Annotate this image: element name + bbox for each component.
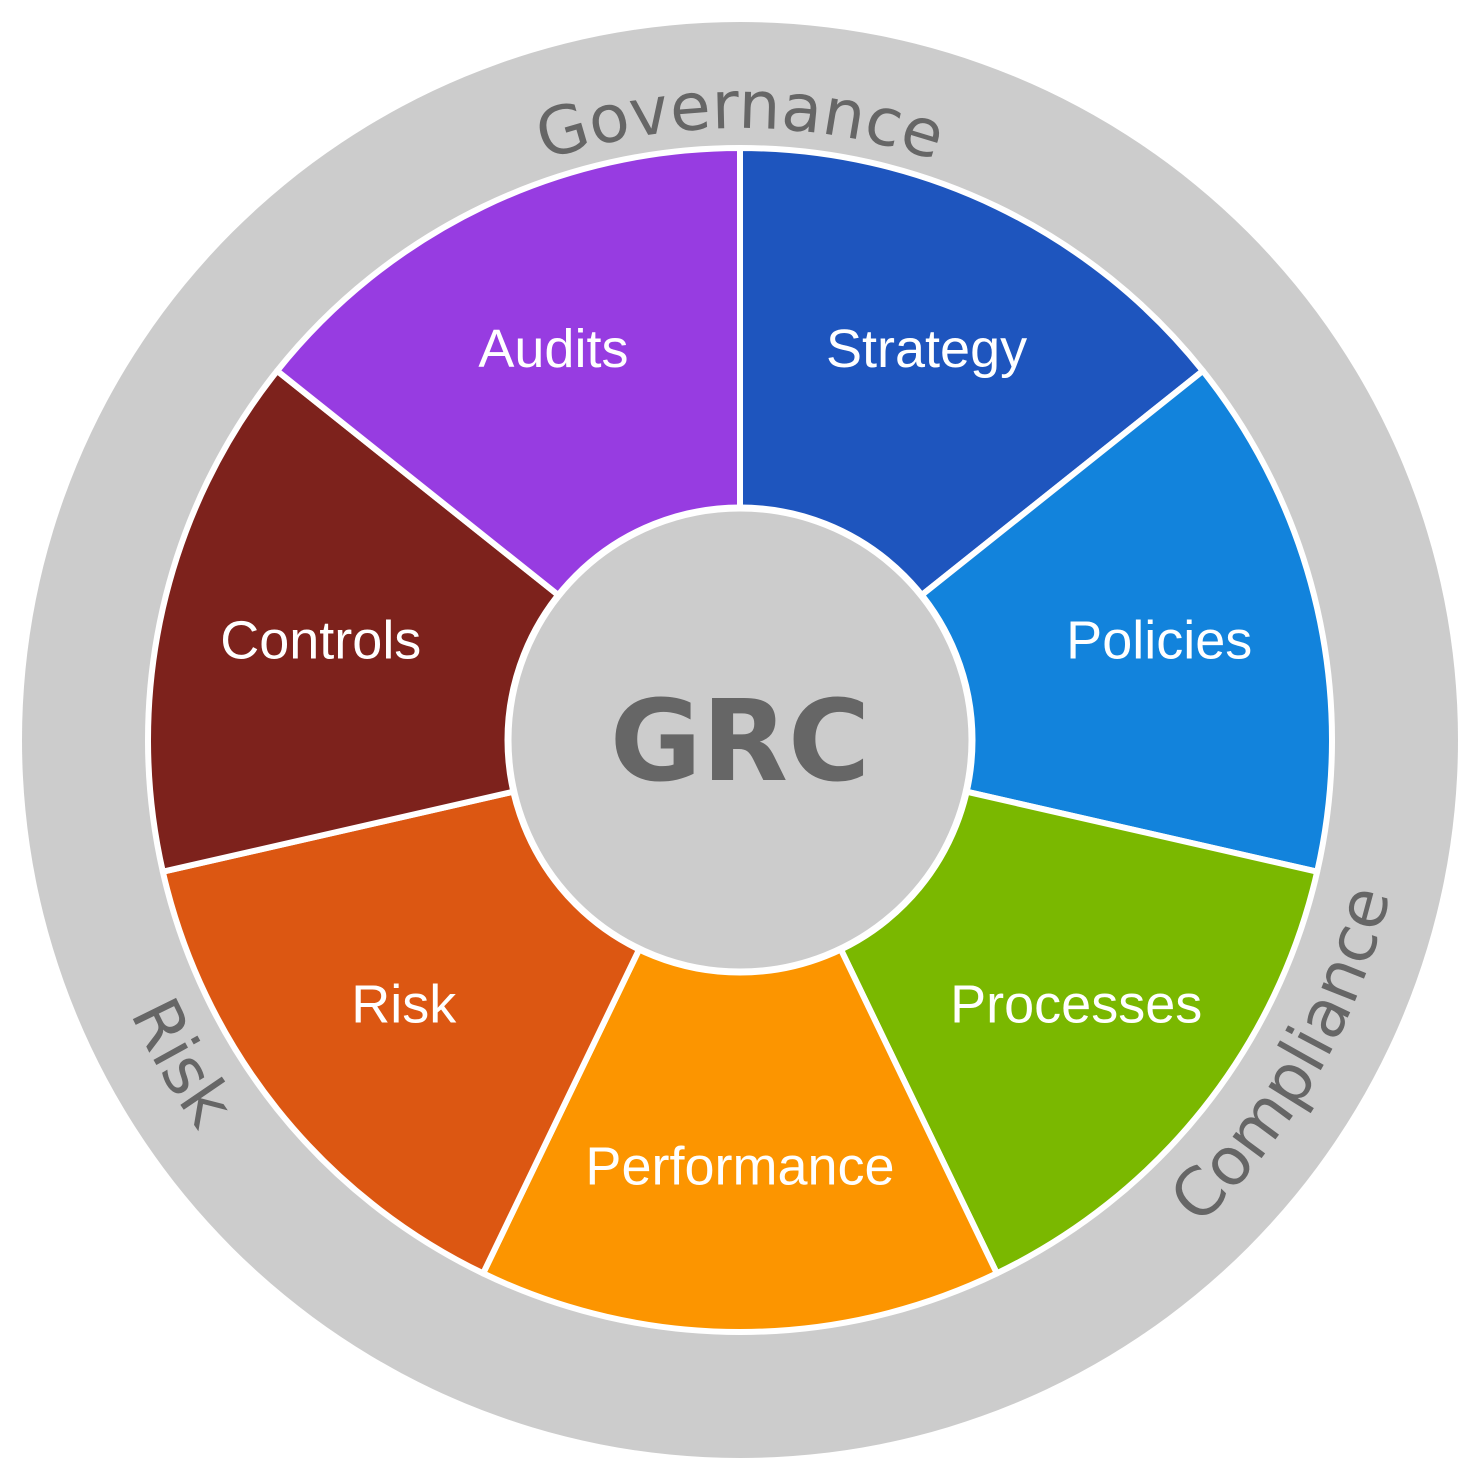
segment-performance xyxy=(480,737,1000,1335)
segment-label-policies: Policies xyxy=(1066,611,1252,671)
center-circle xyxy=(504,504,976,976)
segment-labels: Strategy Policies Processes Performance … xyxy=(220,319,1252,1196)
segment-label-controls: Controls xyxy=(220,611,421,671)
segment-label-performance: Performance xyxy=(585,1136,894,1196)
segment-label-audits: Audits xyxy=(478,319,628,379)
segment-label-strategy: Strategy xyxy=(826,319,1027,379)
segment-label-risk: Risk xyxy=(351,974,457,1034)
segment-label-processes: Processes xyxy=(950,974,1202,1034)
center-label: GRC xyxy=(610,677,870,807)
